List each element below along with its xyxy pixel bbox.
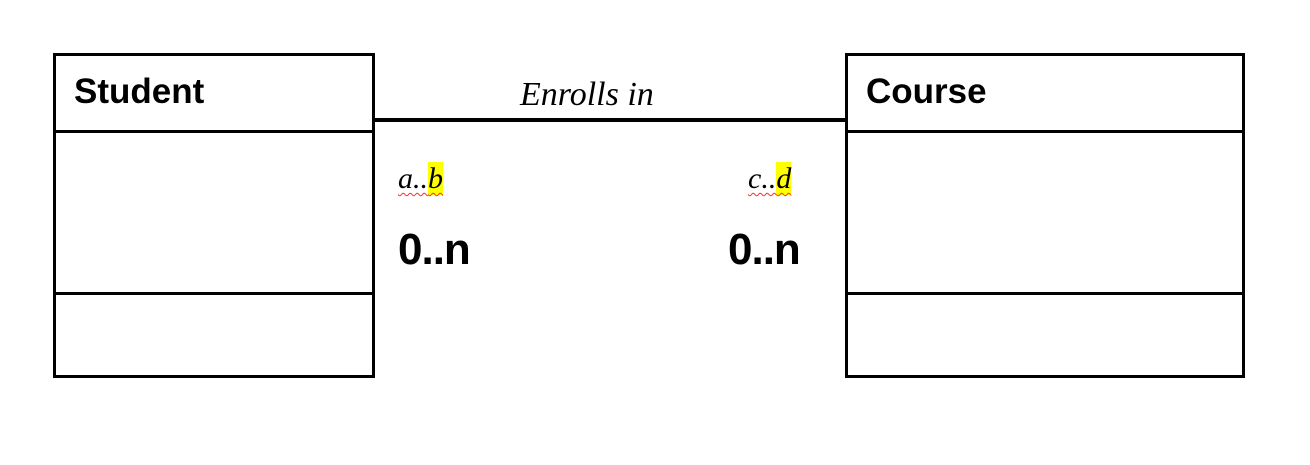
class-operations-compartment-course [848, 295, 1242, 375]
class-attributes-compartment-student [56, 133, 372, 295]
class-operations-compartment-student [56, 295, 372, 375]
target-multiplicity-generic[interactable]: c..d [748, 162, 792, 195]
target-multiplicity-highlighted: d [776, 162, 792, 195]
class-name-student: Student [74, 72, 205, 111]
source-multiplicity-prefix: a.. [398, 162, 428, 195]
class-box-student[interactable]: Student [53, 53, 375, 378]
association-label: Enrolls in [520, 76, 654, 113]
target-multiplicity-prefix: c.. [748, 162, 777, 195]
class-name-compartment-course: Course [848, 56, 1242, 133]
target-multiplicity-concrete[interactable]: 0..n [728, 225, 801, 274]
source-multiplicity-concrete[interactable]: 0..n [398, 225, 471, 274]
association-connector-line[interactable] [375, 118, 847, 122]
source-multiplicity-highlighted: b [428, 162, 443, 195]
class-name-course: Course [866, 72, 987, 111]
source-multiplicity-generic[interactable]: a..b [398, 162, 443, 195]
class-attributes-compartment-course [848, 133, 1242, 295]
class-name-compartment-student: Student [56, 56, 372, 133]
class-box-course[interactable]: Course [845, 53, 1245, 378]
